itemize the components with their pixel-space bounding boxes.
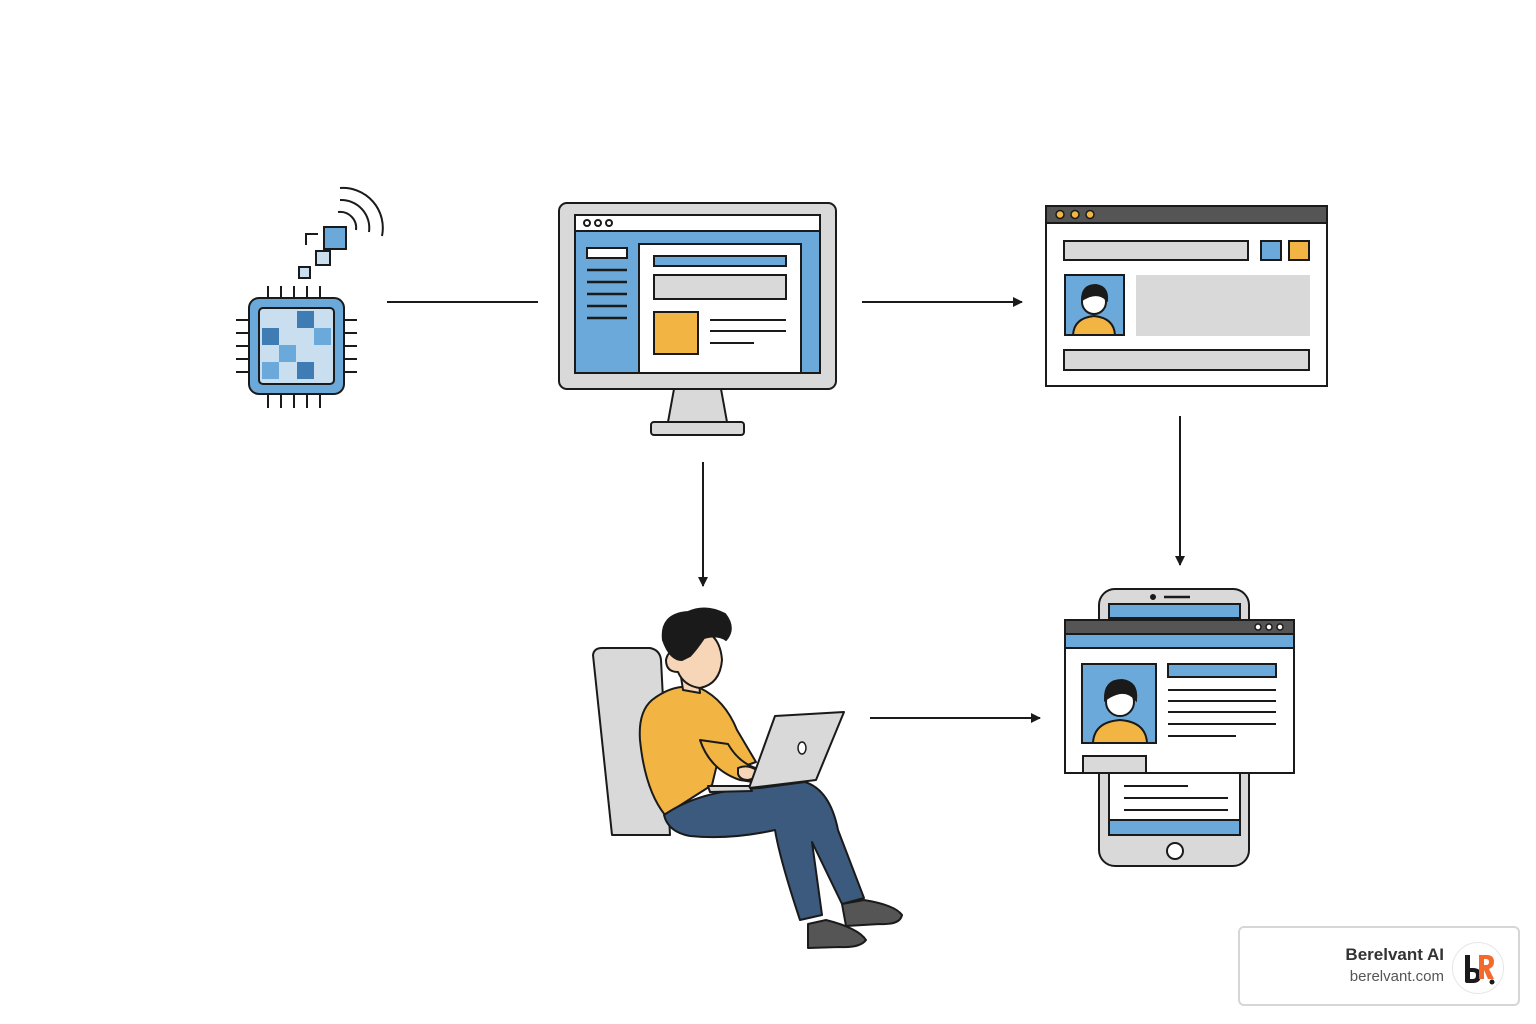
browser-dots [1055, 209, 1095, 220]
chip-pixels [262, 311, 331, 379]
person-laptop-icon [592, 607, 903, 949]
person-legs [663, 781, 865, 921]
brand-name: Berelvant AI [1345, 945, 1444, 964]
chip-pins [236, 286, 357, 408]
phone-camera [1150, 594, 1156, 600]
content-image [653, 311, 699, 355]
brand-text: Berelvant AI berelvant.com [1345, 944, 1444, 988]
brand-card[interactable]: Berelvant AI berelvant.com [1238, 926, 1520, 1006]
person-hair [661, 607, 732, 661]
laptop-base [707, 785, 753, 793]
shoe-left [807, 919, 867, 949]
content-lines [710, 319, 786, 344]
phone-bottom-band [1108, 819, 1241, 836]
wifi-signal-icon [337, 186, 384, 237]
desktop-monitor-icon [558, 202, 837, 436]
phone-text-lines [1124, 785, 1228, 811]
berelvant-br-logo-icon [1452, 942, 1504, 994]
monitor-base [650, 421, 745, 436]
laptop-screen [748, 711, 845, 789]
connectors [387, 297, 1185, 723]
data-square-small [298, 266, 311, 279]
window-dots [583, 219, 613, 227]
browser-window-profile-icon [1045, 205, 1328, 387]
browser-content-block [1136, 275, 1310, 336]
browser-button-blue [1260, 240, 1282, 261]
data-square-medium [315, 250, 331, 266]
overlay-tab [1082, 755, 1147, 774]
wireless-chip-icon [236, 186, 384, 408]
phone-top-band [1108, 603, 1241, 619]
phone-home-button [1166, 842, 1184, 860]
overlay-text-lines [1168, 689, 1276, 737]
content-banner [653, 255, 787, 267]
overlay-avatar-icon [1091, 678, 1149, 744]
browser-address-bar [1063, 240, 1249, 261]
avatar-icon [1071, 283, 1117, 336]
data-square-large [323, 226, 347, 250]
data-bracket [305, 233, 318, 245]
sidebar-header [586, 247, 628, 259]
laptop-logo [797, 741, 807, 755]
content-input [653, 274, 787, 300]
overlay-header-band [1064, 633, 1295, 649]
overlay-title-bar [1167, 663, 1277, 678]
shoe-right [841, 899, 903, 927]
brand-url: berelvant.com [1349, 968, 1444, 985]
mobile-responsive-profile-icon [1064, 588, 1295, 867]
browser-button-orange [1288, 240, 1310, 261]
browser-footer-bar [1063, 349, 1310, 371]
overlay-dots [1254, 623, 1284, 631]
monitor-neck [666, 388, 729, 423]
browser-titlebar [1045, 205, 1328, 224]
monitor-titlebar [574, 214, 821, 232]
sidebar-lines [587, 268, 627, 320]
